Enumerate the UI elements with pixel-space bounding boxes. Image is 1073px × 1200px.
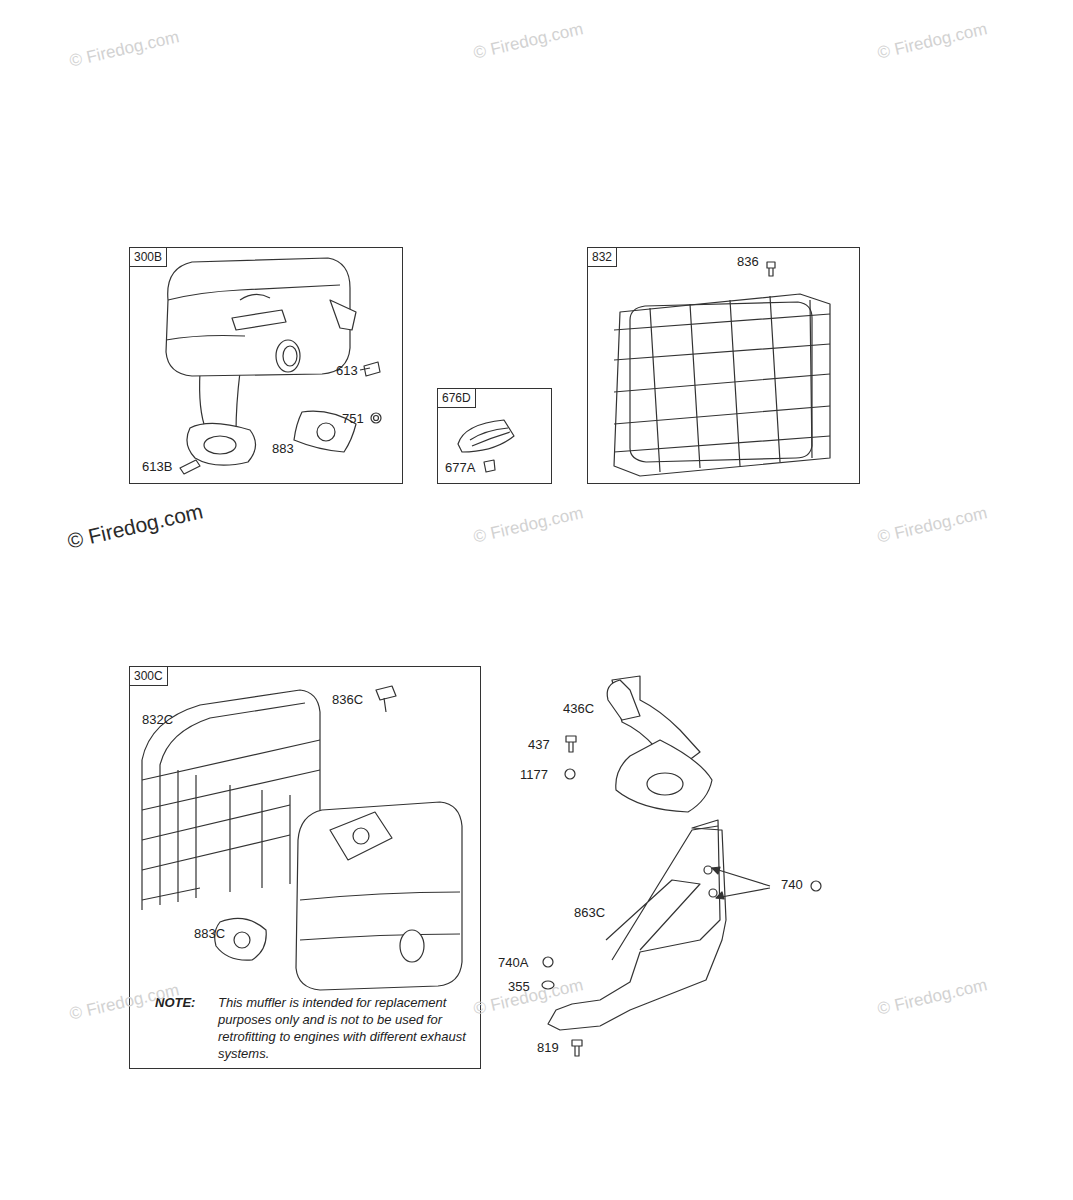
- nut-bore: [374, 416, 379, 421]
- nut: [565, 769, 575, 779]
- callout-number: 819: [537, 1040, 559, 1056]
- muffler-mark: [240, 294, 270, 300]
- bolt: [376, 686, 396, 712]
- callout-number: 836C: [332, 692, 363, 708]
- watermark: © Firedog.com: [65, 499, 205, 553]
- nut: [543, 957, 553, 967]
- watermark: © Firedog.com: [68, 980, 181, 1025]
- watermark: © Firedog.com: [472, 503, 585, 548]
- callout-number: 1177: [520, 767, 548, 783]
- muffler-body: [166, 258, 350, 376]
- flange-hole: [647, 773, 683, 795]
- callout-number: 883C: [194, 926, 225, 942]
- cage-wires: [650, 296, 812, 472]
- outlet-pipe: [276, 340, 300, 372]
- wire-cage: [614, 294, 830, 476]
- watermark: © Firedog.com: [68, 27, 181, 72]
- muffler-plate: [232, 310, 286, 330]
- outlet-bore: [283, 346, 297, 366]
- nut: [371, 413, 381, 423]
- frame-tab: 300B: [130, 248, 167, 267]
- gasket-hole: [234, 932, 250, 948]
- callout-number: 677A: [445, 460, 475, 476]
- callout-number: 613B: [142, 459, 172, 475]
- callout-number: 863C: [574, 905, 605, 921]
- callout-number: 436C: [563, 701, 594, 717]
- watermark: © Firedog.com: [876, 19, 989, 64]
- muffler-seam: [168, 285, 340, 300]
- callout-number: 751: [342, 411, 364, 427]
- elbow-flange: [607, 680, 640, 720]
- deflector: [458, 420, 514, 452]
- callout-number: 613: [336, 363, 358, 379]
- callout-number: 740: [781, 877, 803, 893]
- parts-frame: 300B: [129, 247, 403, 484]
- frame-tab: 832: [588, 248, 617, 267]
- bracket-hole: [704, 866, 712, 874]
- bracket-hole: [709, 889, 717, 897]
- callout-number: 740A: [498, 955, 528, 971]
- muffler-tab: [330, 300, 356, 330]
- arrow-head: [712, 867, 724, 899]
- parts-frame: 832: [587, 247, 860, 484]
- bolt-shank: [360, 368, 370, 370]
- elbow-flange: [616, 740, 712, 812]
- muffler-flange: [187, 423, 256, 465]
- watermark: © Firedog.com: [876, 503, 989, 548]
- cage-wires: [614, 314, 830, 452]
- flange-hole: [204, 436, 236, 454]
- muffler-body: [296, 802, 462, 990]
- nut: [811, 881, 821, 891]
- muffler-in-cage: [630, 302, 812, 462]
- watermark: © Firedog.com: [876, 975, 989, 1020]
- frame-tab: 300C: [130, 667, 168, 686]
- muffler-flange-plate: [330, 812, 392, 860]
- gasket-hole: [317, 423, 335, 441]
- callout-number: 437: [528, 737, 550, 753]
- deflector-ribs: [470, 428, 510, 446]
- muffler-seam: [166, 336, 245, 341]
- muffler-seam: [300, 892, 460, 940]
- inlet-pipe: [200, 372, 240, 432]
- bolt: [566, 736, 576, 752]
- bolt: [572, 1040, 582, 1056]
- leader-line: [712, 868, 770, 898]
- guard-frame: [142, 690, 320, 910]
- watermark: © Firedog.com: [472, 19, 585, 64]
- bracket: [548, 820, 726, 1030]
- screw: [767, 262, 775, 276]
- callout-number: 883: [272, 441, 294, 457]
- frame-tab: 676D: [438, 389, 476, 408]
- guard-wires: [160, 703, 305, 905]
- note-text: This muffler is intended for replacement…: [218, 994, 470, 1062]
- guard-wires: [142, 740, 320, 900]
- callout-number: 832C: [142, 712, 173, 728]
- screw: [484, 460, 495, 472]
- bracket-edges: [606, 826, 718, 960]
- bolt: [180, 460, 200, 474]
- muffler-outlet: [400, 930, 424, 962]
- muffler-inlet: [353, 828, 369, 844]
- callout-number: 836: [737, 254, 759, 270]
